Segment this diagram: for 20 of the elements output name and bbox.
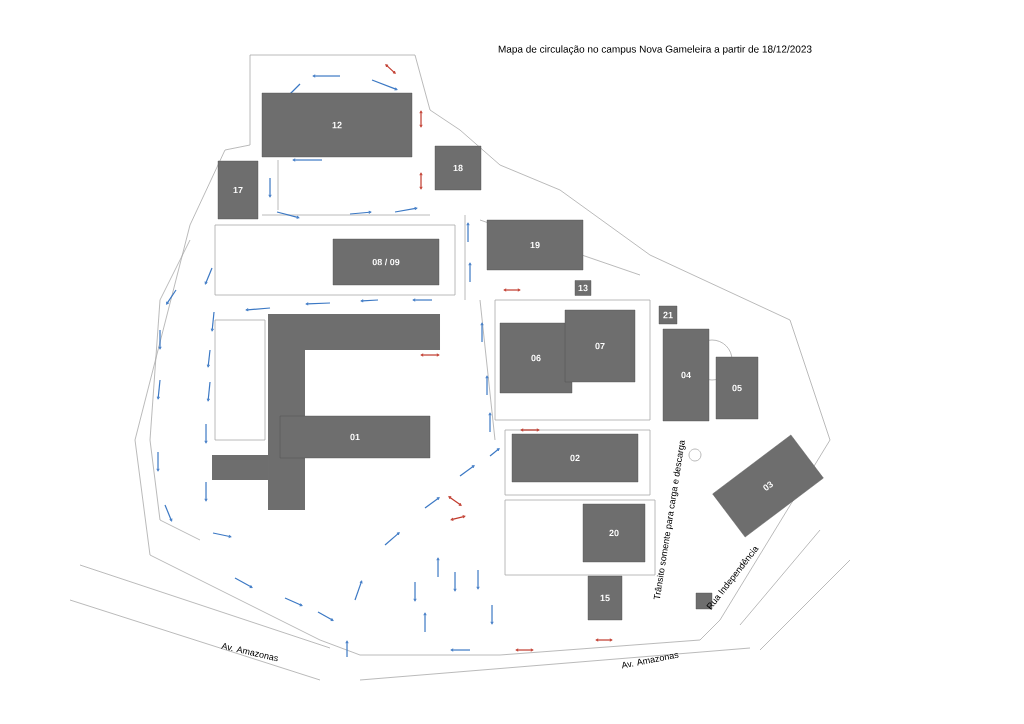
building: 05 xyxy=(715,356,759,420)
building: 19 xyxy=(486,219,584,271)
building: 20 xyxy=(582,503,646,563)
building: 17 xyxy=(217,160,259,220)
street-name: Av. Amazonas xyxy=(622,653,679,669)
building: 04 xyxy=(662,328,710,422)
street-name: Av. Amazonas xyxy=(221,643,278,662)
building: 13 xyxy=(574,280,592,296)
building: 02 xyxy=(511,433,639,483)
building: 01 xyxy=(212,314,440,510)
building: 12 xyxy=(261,92,413,158)
building: 15 xyxy=(587,575,623,621)
building: 18 xyxy=(434,145,482,191)
building: 06 xyxy=(499,322,573,394)
map-title: Mapa de circulação no campus Nova Gameleira a partir de 18/12/2023 xyxy=(498,45,812,55)
building: 08 / 09 xyxy=(332,238,440,286)
building: 03 xyxy=(712,434,824,538)
building: 21 xyxy=(658,305,678,325)
building: 07 xyxy=(564,309,636,383)
street-name: Trânsito somente para carga e descarga xyxy=(653,440,686,600)
